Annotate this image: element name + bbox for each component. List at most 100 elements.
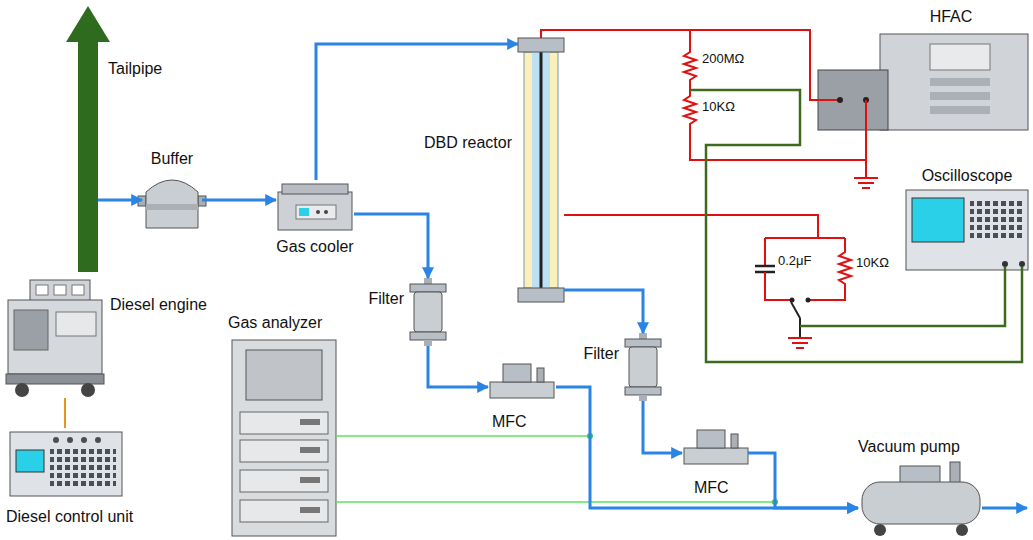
gas-analyzer-art-part [232,340,336,536]
gas-cooler-art-part [296,205,336,219]
mfc-art-part [731,434,738,448]
mfc-art-part [697,430,725,448]
control-unit-art-part [50,448,116,488]
hfac-art-part [930,78,990,86]
ground-symbol-part [788,337,812,339]
device-label: Vacuum pump [858,438,960,456]
device-node: Oscilloscope [905,188,1029,272]
hv-wiring-part [765,272,792,300]
gas-cooler-art-part [278,192,352,230]
hfac-art-part [930,44,990,70]
control-unit-art-part [10,432,122,496]
vacuum-pump-art-part [874,524,886,536]
hv-wiring-part [684,30,866,160]
device-node: Gas analyzer [230,338,338,538]
diesel-engine-art-part [81,383,95,397]
diesel-engine-art-part [30,280,90,302]
oscilloscope-art-part [906,190,1028,270]
ground-symbol-part [858,182,874,184]
oscilloscope-art-part [970,198,1022,238]
gas-analyzer-art-part [246,350,322,400]
filter-art-part [625,387,661,395]
filter-art-part [410,332,446,340]
vacuum-pump-art-part [900,466,940,484]
ground-symbol-part [854,177,878,179]
mfc-art [490,364,748,464]
device-label: Filter [368,290,404,308]
connector [64,398,66,428]
device-node: MFC [488,362,556,412]
control-unit-art-part [95,437,101,443]
connector [96,200,142,272]
hv-wiring-part [755,265,775,268]
mfc-art-part [684,448,748,464]
filter-art-part [639,395,647,401]
gas-analyzer-art [232,340,336,536]
gas-analyzer-art-part [300,507,320,513]
device-label: Gas analyzer [228,314,322,332]
component-value: 200MΩ [702,52,744,66]
gas-analyzer-art-part [300,447,320,453]
probe-wiring-part [800,267,1005,326]
dbd-reactor-art-part [540,40,543,300]
connector [643,401,682,453]
hv-wiring-part [765,237,845,239]
oscilloscope-art [906,190,1028,270]
gas-analyzer-art-part [300,477,320,483]
device-label: Diesel control unit [6,508,133,526]
device-label: DBD reactor [424,134,512,152]
control-unit-art [10,432,122,496]
diesel-engine-art-part [14,310,48,350]
filter-art-part [410,284,446,292]
mfc-art-part [490,382,554,398]
gas-sample-lines-part [336,501,775,503]
component-value: 10KΩ [856,256,889,270]
gas-analyzer-art-part [240,440,328,462]
connector [564,290,643,333]
device-label: Oscilloscope [922,167,1013,185]
buffer-art [138,180,206,228]
device-label: Diesel engine [110,296,207,314]
diesel-engine-art-part [36,285,48,295]
filter-art-part [414,292,442,332]
ground-symbol-part [796,347,804,349]
gas-analyzer-art-part [240,412,328,434]
hv-wiring-part [837,97,843,103]
device-node: Gas cooler [276,180,354,232]
gas-analyzer-art-part [240,500,328,522]
tailpipe-arrow [66,6,110,272]
probe-wiring-part [690,90,1022,362]
hv-wiring [564,30,869,338]
control-unit-art-part [16,450,44,472]
device-label: Buffer [151,150,193,168]
hv-wiring-part [865,100,867,178]
component-value: 0.2μF [778,254,812,268]
gas-cooler-art-part [282,184,348,194]
oscilloscope-art-part [912,198,964,242]
probe-wiring [690,90,1022,362]
connector [428,346,488,387]
device-label: Filter [583,345,619,363]
dbd-reactor-art-part [518,288,564,302]
hv-wiring-part [808,238,851,300]
diesel-engine-art-part [56,312,96,336]
vacuum-pump-art-part [950,462,960,484]
hfac-art [818,34,1028,130]
diesel-engine-art-part [8,300,102,374]
vacuum-pump-art-part [862,482,980,524]
component-value: 10KΩ [702,100,735,114]
connector [748,453,858,508]
device-node: Diesel control unit [8,428,123,500]
buffer-art-part [146,204,198,210]
hv-wiring-part [564,215,818,238]
device-node: DBD reactor [518,38,564,302]
gas-cooler-art-part [324,210,328,214]
device-node: Diesel engine [5,272,105,398]
diesel-engine-art-part [6,374,104,384]
ground-symbol-part [862,187,870,189]
diesel-engine-art-part [54,285,66,295]
connector [354,214,428,278]
device-label: HFAC [930,8,973,26]
control-unit-art-part [53,437,59,443]
gas-analyzer-art-part [240,470,328,492]
